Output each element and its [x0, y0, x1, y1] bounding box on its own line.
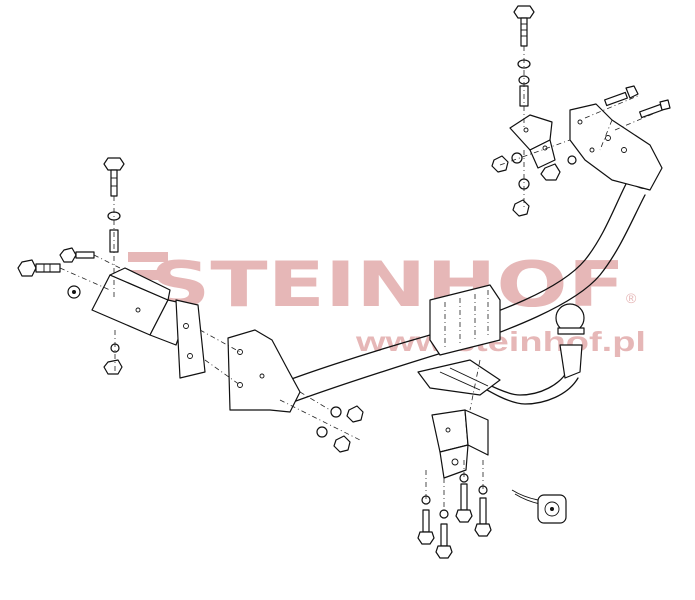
bolt-stack-top-right: [513, 5, 535, 130]
left-side-bracket: [91, 267, 206, 379]
assembly-guide-lines: [199, 119, 613, 411]
bolts-right-horizontal: [584, 85, 671, 131]
electrical-socket-plug: [511, 489, 567, 524]
bolt-stack-bottom: [417, 460, 492, 559]
registered-mark: ®: [626, 290, 637, 306]
right-mounting-bracket: [569, 103, 663, 191]
bolts-left-horizontal: [17, 247, 121, 299]
nut-washer-cluster-right: [491, 139, 577, 217]
upper-right-angle-bracket: [509, 114, 556, 169]
nut-washer-cluster-center: [279, 399, 364, 453]
tow-ball-assembly: [417, 303, 585, 405]
left-mounting-bracket: [227, 329, 301, 413]
center-receiver-plate: [429, 284, 501, 356]
brand-name: STEINHOF: [150, 248, 625, 321]
socket-bracket: [431, 409, 489, 479]
bolt-stack-left: [103, 157, 125, 375]
steinhof-logo-mark: [118, 252, 168, 280]
